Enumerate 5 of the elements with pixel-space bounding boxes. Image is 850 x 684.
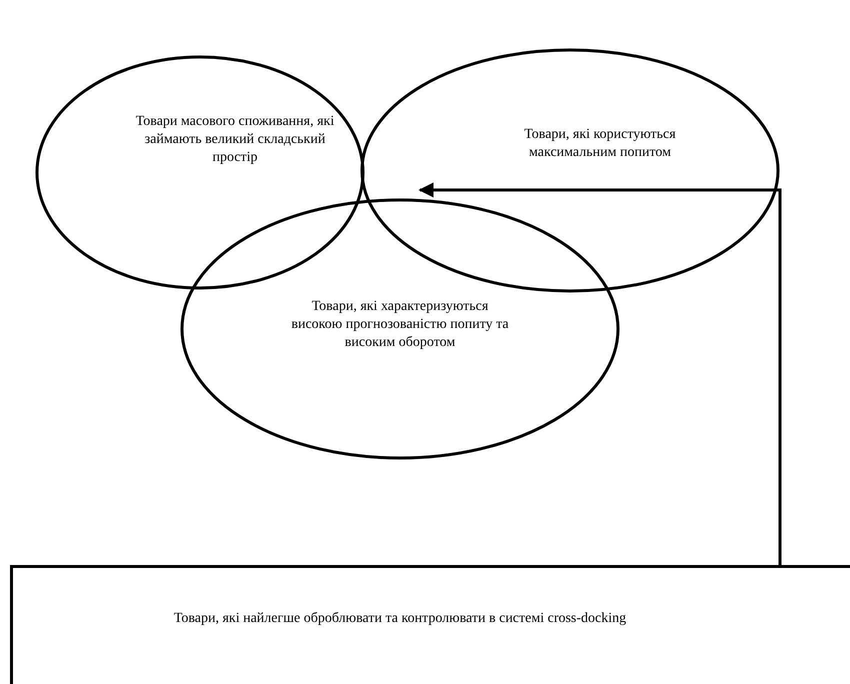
arrow bbox=[418, 182, 782, 565]
set-label: Товари, які найлегше оброблювати та контролювати в системі cross-docking bbox=[172, 610, 628, 628]
set-label: Товари масового споживання, які займають великий складський простір bbox=[134, 113, 336, 167]
set-label: Товари, які користуються максимальним попитом bbox=[523, 126, 677, 162]
set-label: Товари, які характеризуються високою прогнозованістю попиту та високим оборотом bbox=[290, 298, 510, 352]
